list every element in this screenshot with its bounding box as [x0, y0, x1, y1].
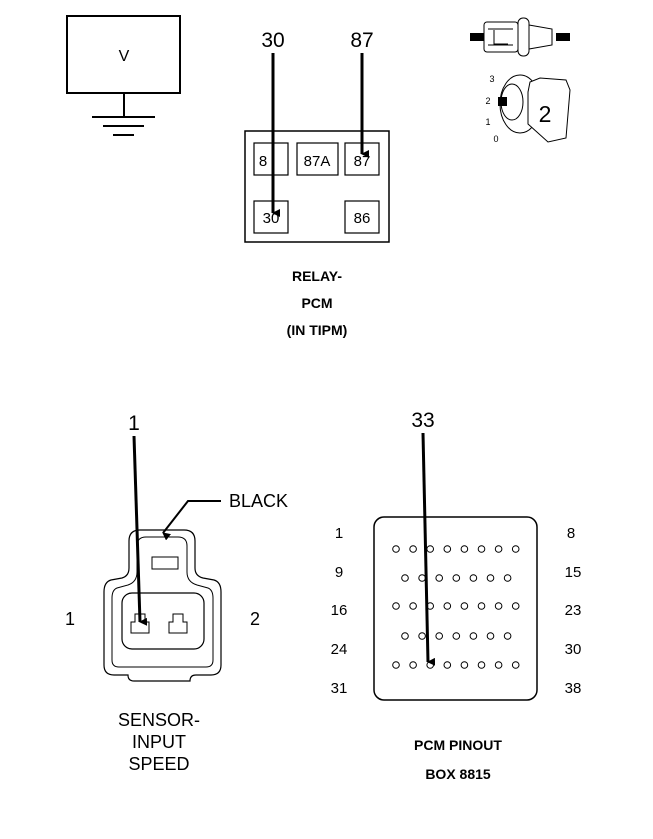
relay-connector: 8 87A 87 30 86 30 87 RELAY- PCM (IN TIPM… — [244, 29, 390, 338]
pcm-pin-33 — [426, 661, 435, 669]
pcm-pin-27 — [452, 632, 461, 640]
pcm-pin-20 — [460, 602, 469, 610]
relay-body — [244, 130, 390, 243]
relay-caption-line-3: (IN TIPM) — [287, 322, 348, 338]
pcm-left-label-1: 1 — [335, 525, 343, 542]
ignition-position-1: 1 — [485, 117, 490, 127]
ignition-position-2: 2 — [485, 96, 490, 106]
pcm-pin-21 — [477, 602, 486, 610]
pcm-right-label-15: 15 — [565, 564, 582, 581]
pcm-pin-24 — [401, 632, 409, 640]
key-connector-icon — [470, 17, 570, 57]
sensor-caption-line-3: SPEED — [128, 754, 189, 774]
pcm-pin-12 — [452, 574, 461, 582]
pcm-right-label-38: 38 — [565, 680, 582, 697]
sensor-terminal-2 — [168, 613, 188, 634]
relay-terminal-30 — [253, 200, 289, 234]
relay-terminal-30-label: 30 — [263, 210, 280, 227]
ignition-key-position: 2 — [539, 101, 552, 127]
sensor-wire-leader — [162, 500, 221, 541]
pcm-pin-4 — [443, 545, 452, 553]
sensor-caption-line-1: SENSOR- — [118, 710, 200, 730]
pcm-pin-37 — [494, 661, 503, 669]
pcm-pin-38 — [511, 661, 520, 669]
pcm-connector: 1 9 16 24 31 8 15 23 30 38 33 PCM PINOUT… — [331, 409, 582, 782]
pcm-left-label-24: 24 — [331, 641, 348, 658]
pcm-pin-34 — [443, 661, 452, 669]
voltmeter: V — [66, 15, 181, 136]
pcm-pin-31 — [392, 661, 400, 669]
sensor-pin-label-2: 2 — [250, 609, 260, 629]
ignition-position-0: 0 — [493, 134, 498, 144]
pcm-pin-22 — [494, 602, 503, 610]
pcm-pin-36 — [477, 661, 486, 669]
pcm-pin-1 — [392, 545, 400, 553]
relay-terminal-87a-label: 87A — [304, 153, 331, 170]
sensor-callout-1-arrow — [132, 435, 148, 626]
pcm-left-label-31: 31 — [331, 680, 348, 697]
pcm-pin-11 — [435, 574, 444, 582]
pcm-pin-32 — [409, 661, 417, 669]
pcm-pin-grid — [392, 545, 520, 669]
ground-icon — [92, 116, 155, 136]
pcm-pin-2 — [409, 545, 417, 553]
relay-terminal-8 — [253, 142, 289, 176]
pcm-pin-9 — [401, 574, 409, 582]
pcm-pin-35 — [460, 661, 469, 669]
pcm-right-label-30: 30 — [565, 641, 582, 658]
pcm-pin-14 — [486, 574, 495, 582]
relay-terminal-87a — [296, 142, 339, 176]
sensor-latch — [151, 556, 179, 570]
voltmeter-symbol: V — [119, 48, 130, 65]
pcm-pin-15 — [503, 574, 512, 582]
pcm-callout-33-arrow — [421, 432, 436, 666]
sensor-connector: 1 BLACK 1 2 SENSOR- INPUT SPEED — [65, 412, 288, 774]
pcm-right-label-8: 8 — [567, 525, 575, 542]
pcm-pin-7 — [494, 545, 503, 553]
pcm-pin-23 — [511, 602, 520, 610]
relay-caption-line-1: RELAY- — [292, 268, 342, 284]
pcm-caption-line-2: BOX 8815 — [425, 766, 491, 782]
sensor-wire-color: BLACK — [229, 491, 288, 511]
sensor-caption-line-2: INPUT — [132, 732, 186, 752]
pcm-pin-6 — [477, 545, 486, 553]
pcm-pin-17 — [409, 602, 417, 610]
pcm-right-label-23: 23 — [565, 602, 582, 619]
relay-terminal-87-label: 87 — [354, 153, 371, 170]
sensor-housing-inner — [111, 536, 214, 668]
sensor-callout-1: 1 — [128, 412, 140, 435]
ignition-switch: 3 2 1 0 2 — [470, 17, 571, 144]
pcm-pin-16 — [392, 602, 400, 610]
pcm-body — [373, 516, 538, 701]
relay-caption-line-2: PCM — [301, 295, 332, 311]
pcm-pin-13 — [469, 574, 478, 582]
relay-terminal-86 — [344, 200, 380, 234]
pcm-pin-28 — [469, 632, 478, 640]
sensor-cavity — [121, 592, 205, 650]
key-cylinder-icon — [498, 74, 571, 143]
relay-terminal-8-label: 8 — [259, 153, 267, 170]
pcm-left-label-9: 9 — [335, 564, 343, 581]
pcm-caption-line-1: PCM PINOUT — [414, 737, 502, 753]
pcm-pin-25 — [418, 632, 426, 640]
pcm-left-label-16: 16 — [331, 602, 348, 619]
pcm-pin-30 — [503, 632, 512, 640]
pcm-pin-26 — [435, 632, 444, 640]
pcm-pin-19 — [443, 602, 452, 610]
sensor-pin-label-1: 1 — [65, 609, 75, 629]
pcm-pin-5 — [460, 545, 469, 553]
pcm-pin-3 — [426, 545, 435, 553]
pcm-pin-29 — [486, 632, 495, 640]
relay-callout-87: 87 — [350, 29, 373, 52]
ignition-position-3: 3 — [489, 74, 494, 84]
pcm-pin-10 — [418, 574, 426, 582]
relay-terminal-86-label: 86 — [354, 210, 371, 227]
pcm-pin-8 — [511, 545, 520, 553]
pcm-callout-33: 33 — [411, 409, 434, 432]
relay-callout-30: 30 — [261, 29, 284, 52]
